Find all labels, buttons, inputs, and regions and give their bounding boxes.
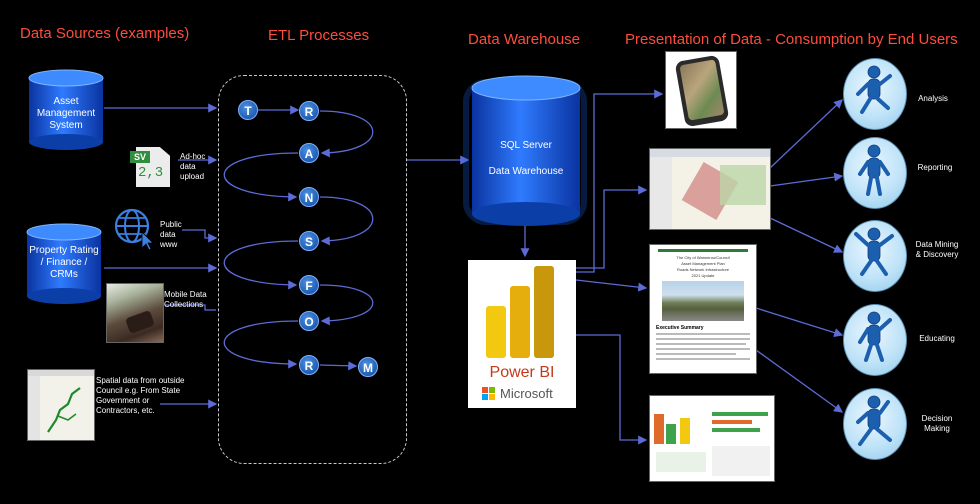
consumer-reporting-label: Reporting	[917, 163, 953, 172]
warehouse-cylinder	[463, 75, 587, 226]
warehouse-line1: SQL Server	[500, 140, 552, 151]
etl-process-container	[218, 75, 407, 464]
spatial-label: Spatial data from outside Council e.g. F…	[96, 376, 185, 415]
csv-label: Ad-hoc data upload	[180, 152, 206, 181]
globe-icon	[114, 208, 154, 251]
consumer-educating-label: Educating	[919, 334, 955, 343]
powerbi-logo-icon	[486, 266, 556, 358]
etl-node-a: A	[299, 143, 319, 163]
etl-node-f: F	[299, 275, 319, 295]
csv-icon-tag: SV	[130, 151, 150, 163]
spatial-map-thumbnail	[27, 369, 95, 441]
header-data-warehouse: Data Warehouse	[468, 31, 581, 48]
report-subtitle: Roads Network Infrastructure	[676, 267, 730, 272]
etl-node-n: N	[299, 187, 319, 207]
asset-db-label-box: Asset Management System	[29, 96, 103, 132]
etl-node-t: T	[238, 100, 258, 120]
public-data-label: Public data www	[160, 220, 182, 249]
microsoft-label: Microsoft	[500, 386, 553, 401]
etl-node-r2: R	[299, 355, 319, 375]
etl-node-s: S	[299, 231, 319, 251]
asset-db-label: Asset Management System	[36, 96, 96, 131]
report-title: Asset Management Plan	[681, 261, 725, 266]
report-org: The City of Wanneroo/Council	[676, 255, 730, 260]
report-year: 2021 Update	[691, 273, 715, 278]
header-presentation: Presentation of Data - Consumption by En…	[625, 31, 958, 48]
warehouse-line2: Data Warehouse	[488, 166, 564, 177]
powerbi-tile: Power BI Microsoft	[468, 260, 576, 408]
property-db-label: Property Rating / Finance / CRMs	[29, 245, 99, 280]
etl-node-m: M	[358, 357, 378, 377]
dashboard-output	[649, 395, 775, 482]
powerbi-title: Power BI	[489, 364, 555, 381]
report-road-photo	[662, 281, 744, 321]
property-db-cylinder	[26, 223, 102, 304]
gis-map-output	[649, 148, 771, 230]
map-route-icon	[47, 387, 81, 433]
report-section: Executive Summary	[656, 325, 704, 331]
mobile-collection-photo	[106, 283, 164, 343]
consumer-data-mining-label: Data Mining & Discovery	[915, 240, 959, 259]
mobile-map-output	[665, 51, 737, 129]
warehouse-label-box: SQL Server Data Warehouse	[472, 140, 580, 178]
csv-icon-number: 2,3	[138, 165, 164, 181]
consumer-decision-label: Decision Making	[921, 414, 953, 433]
mobile-label: Mobile Data Collections	[164, 290, 207, 309]
asset-db-cylinder	[28, 69, 104, 150]
header-etl-processes: ETL Processes	[268, 27, 370, 44]
microsoft-logo-icon	[482, 387, 496, 401]
etl-node-o: O	[299, 311, 319, 331]
property-db-label-box: Property Rating / Finance / CRMs	[27, 245, 101, 281]
csv-file-icon: SV 2,3	[130, 147, 170, 187]
consumer-analysis-label: Analysis	[918, 94, 948, 103]
etl-node-r: R	[299, 101, 319, 121]
report-document-output: The City of Wanneroo/Council Asset Manag…	[649, 244, 757, 374]
header-data-sources: Data Sources (examples)	[20, 25, 190, 42]
